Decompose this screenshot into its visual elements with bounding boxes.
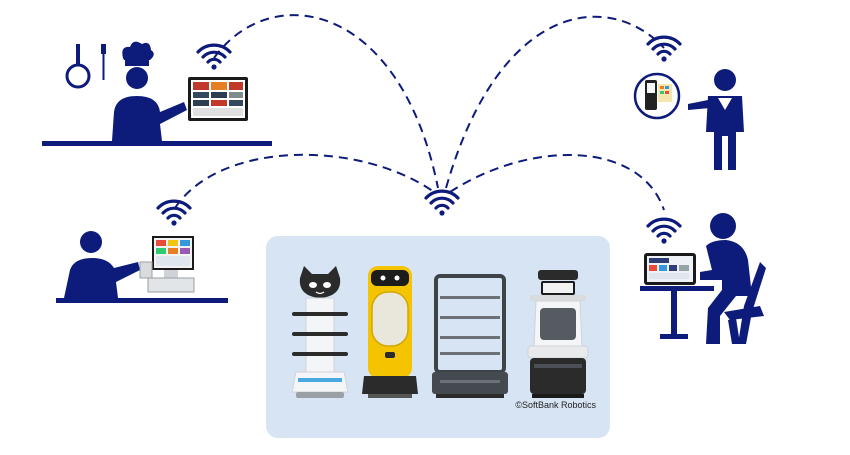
kitchen-display-icon [188, 77, 248, 121]
frying-pan-icon [65, 44, 91, 89]
pos-counter [56, 298, 228, 303]
arc-hub-to-waiter [445, 15, 665, 189]
tray-robot [527, 270, 589, 398]
waiter-scene [633, 69, 744, 170]
arc-pos-to-hub [174, 153, 435, 209]
copyright-credit: ©SoftBank Robotics [515, 400, 596, 410]
yellow-robot [362, 266, 418, 398]
wifi-icon [646, 217, 682, 246]
pos-scene [56, 231, 228, 303]
customer-icon [700, 213, 766, 344]
kitchen-counter [42, 141, 272, 146]
wifi-icon [646, 35, 682, 64]
chef-icon [112, 41, 187, 141]
arc-kitchen-to-hub [213, 14, 439, 189]
cat-delivery-robot [291, 266, 349, 398]
tablet-order-icon [644, 253, 696, 285]
customer-table [640, 286, 714, 291]
customer-scene [640, 213, 766, 344]
spatula-icon [101, 44, 106, 80]
wifi-icon [156, 199, 192, 228]
kitchen-scene [42, 41, 272, 146]
cashier-icon [64, 231, 140, 298]
arc-hub-to-customer [449, 154, 665, 211]
waiter-icon [688, 69, 744, 170]
pos-terminal-icon [139, 236, 195, 293]
wifi-icon [424, 189, 460, 218]
connection-arcs [174, 14, 665, 211]
handheld-order-icon [633, 72, 681, 120]
cart-robot [432, 274, 508, 398]
